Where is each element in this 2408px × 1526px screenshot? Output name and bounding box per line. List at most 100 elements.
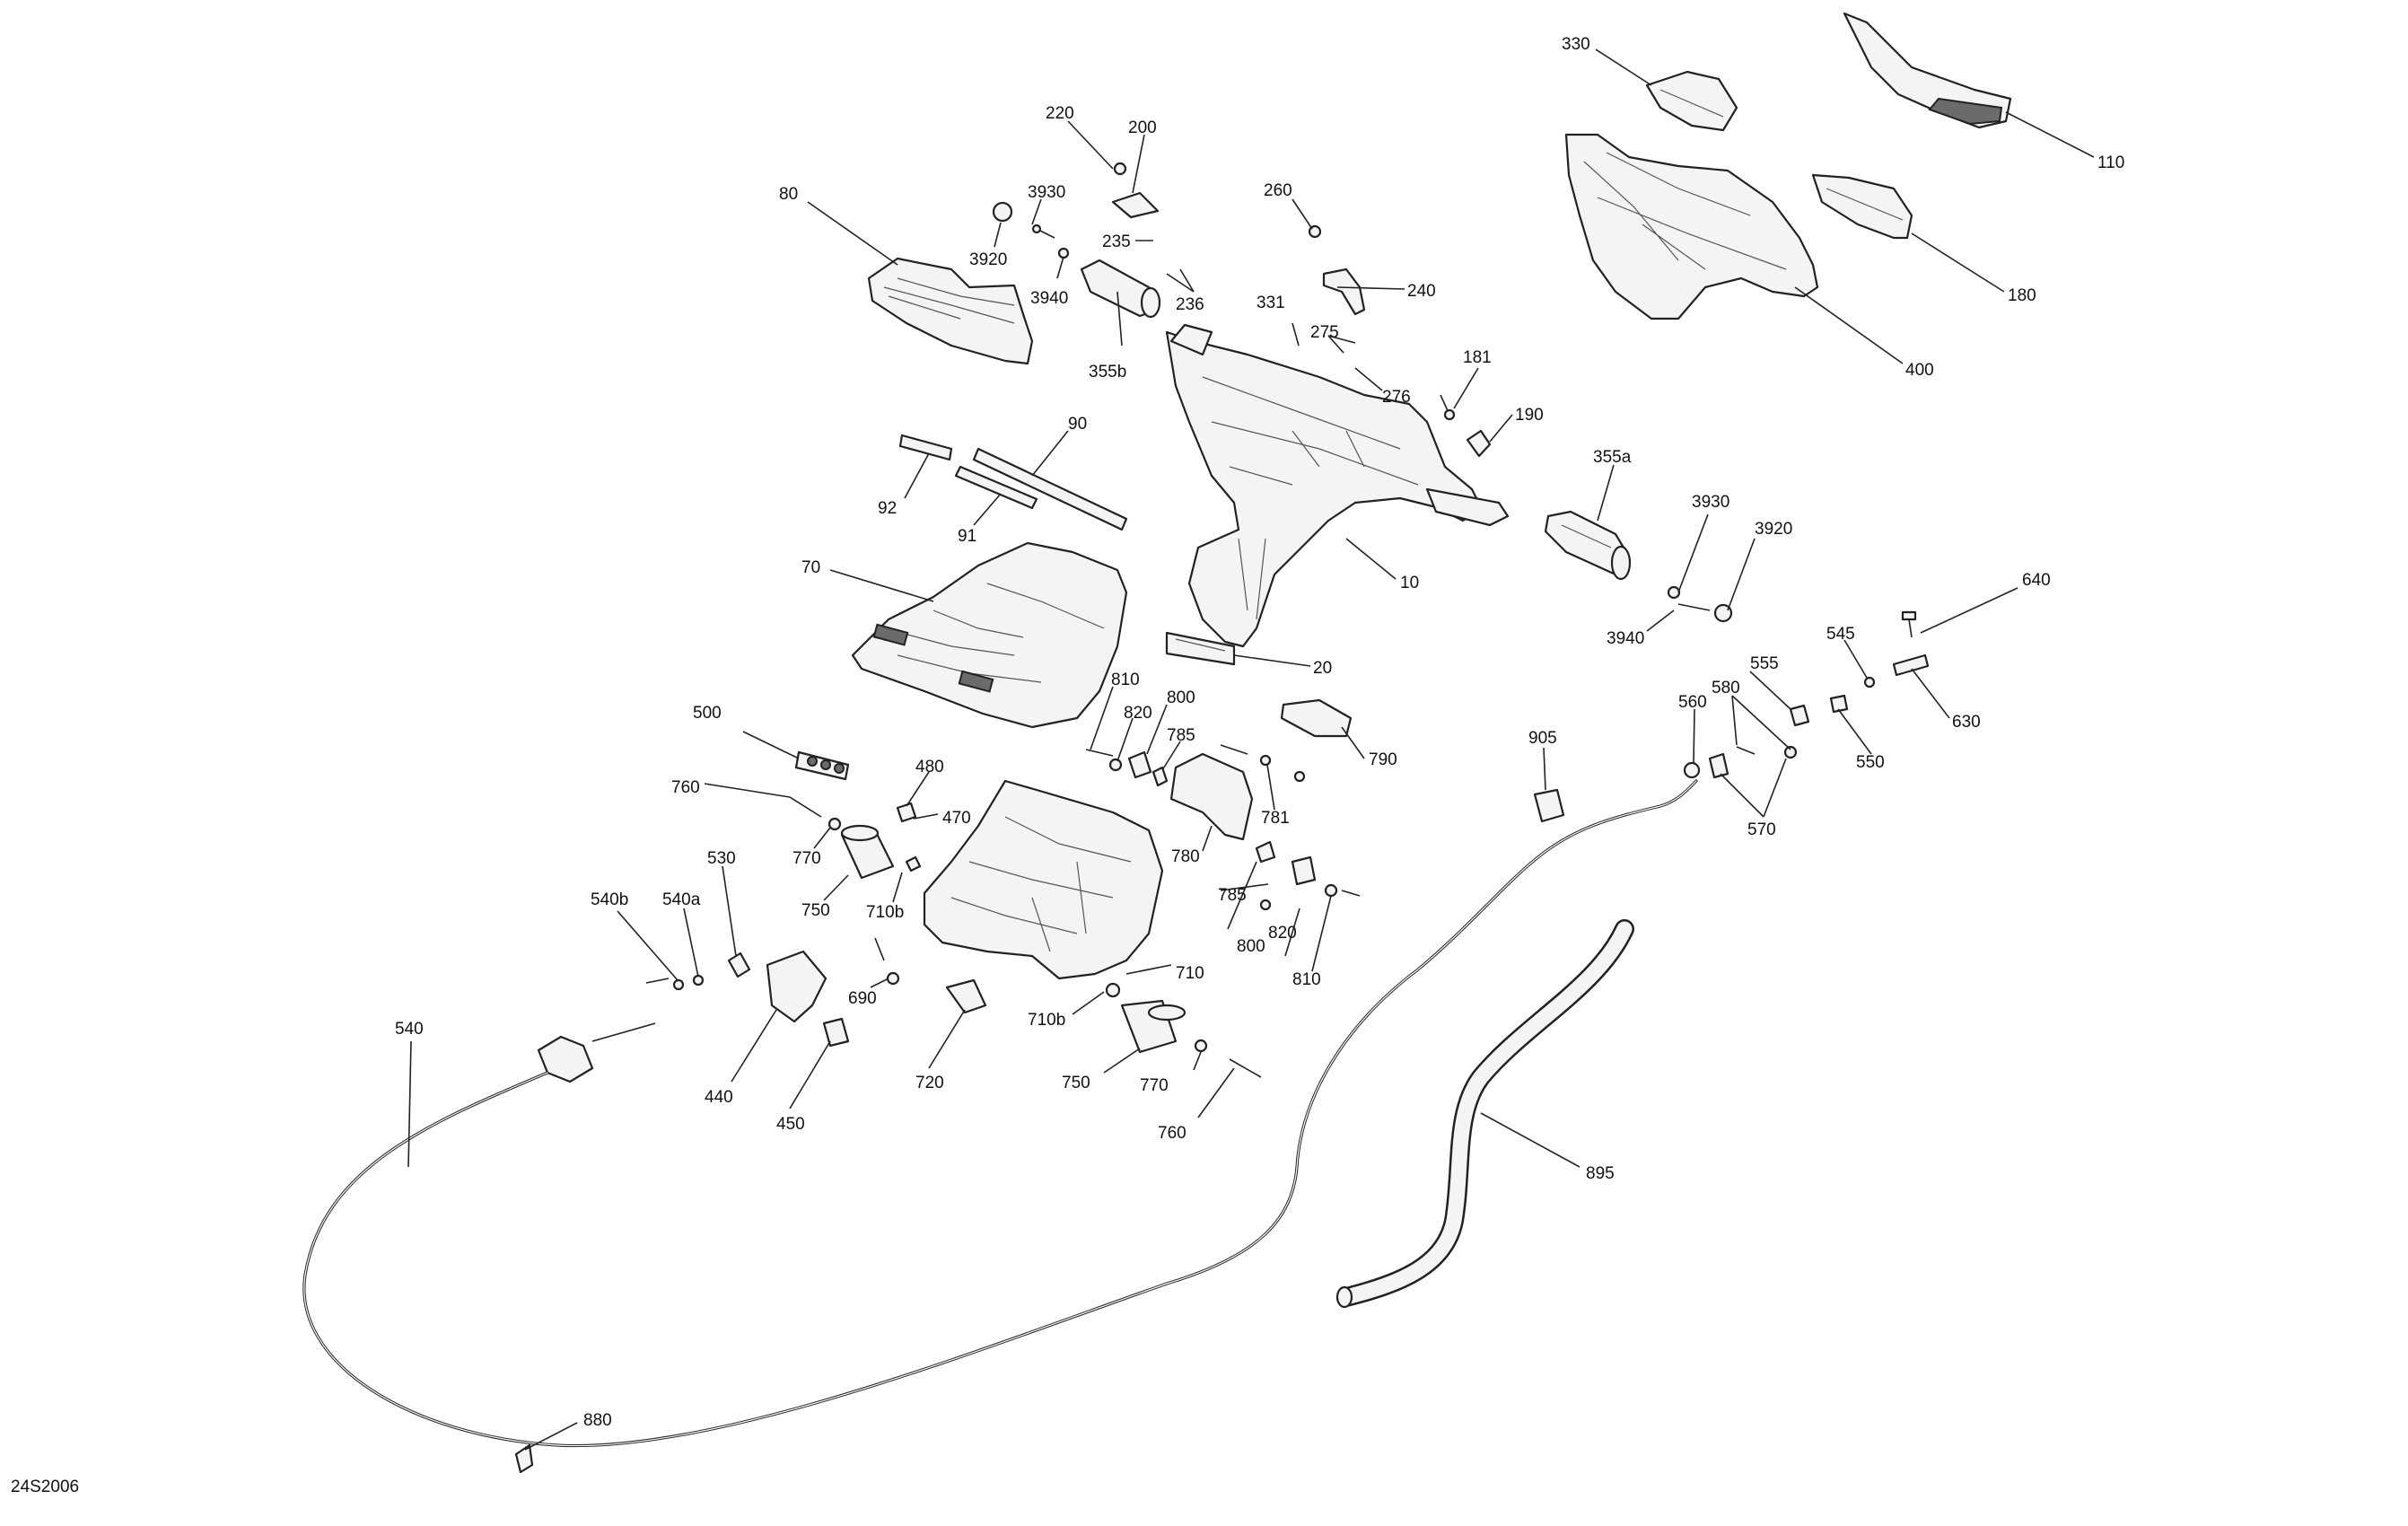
callout-3940: 3940 — [1030, 289, 1068, 308]
callout-630: 630 — [1952, 713, 1981, 732]
callout-260: 260 — [1264, 181, 1292, 200]
callout-750-right: 750 — [1062, 1074, 1090, 1092]
callout-400: 400 — [1905, 361, 1934, 380]
callout-200: 200 — [1128, 118, 1157, 137]
callout-560: 560 — [1678, 693, 1707, 712]
callout-70: 70 — [801, 558, 820, 577]
callout-190: 190 — [1515, 406, 1544, 425]
callout-540: 540 — [395, 1020, 424, 1039]
diagram-reference-code: 24S2006 — [11, 1478, 79, 1496]
part-330-cover — [1645, 70, 1738, 132]
callout-785-bottom: 785 — [1218, 886, 1247, 905]
callout-530: 530 — [707, 849, 736, 868]
callout-235: 235 — [1102, 232, 1131, 251]
part-220-screw — [1113, 162, 1127, 176]
part-80-left-cover — [867, 257, 1034, 365]
callout-820-bottom: 820 — [1268, 924, 1297, 943]
part-545 — [1863, 676, 1876, 688]
callout-810-top: 810 — [1111, 671, 1140, 689]
callout-570: 570 — [1747, 820, 1776, 839]
callout-820-top: 820 — [1124, 704, 1152, 723]
callout-181: 181 — [1463, 348, 1492, 367]
callout-3930-right: 3930 — [1692, 493, 1729, 512]
part-790-switch — [1280, 698, 1353, 738]
callout-440: 440 — [705, 1088, 733, 1107]
part-180-cover — [1811, 173, 1913, 240]
part-240-lever — [1322, 267, 1366, 316]
callout-330: 330 — [1562, 35, 1590, 54]
callout-10: 10 — [1400, 574, 1419, 592]
part-440-bracket — [766, 950, 827, 1023]
callout-labels: 220 200 80 3930 3920 235 236 3940 355b 2… — [395, 35, 2124, 1430]
part-710-housing — [923, 779, 1164, 980]
callout-895: 895 — [1586, 1164, 1615, 1183]
callout-275: 275 — [1310, 323, 1339, 342]
callout-3920: 3920 — [969, 250, 1007, 269]
callout-905: 905 — [1528, 729, 1557, 748]
callout-580: 580 — [1712, 679, 1740, 697]
part-110-cover — [1843, 12, 2012, 129]
callout-90: 90 — [1068, 415, 1087, 434]
callout-781: 781 — [1261, 809, 1290, 828]
callout-750-left: 750 — [801, 901, 830, 920]
callout-760-right: 760 — [1158, 1124, 1186, 1143]
part-555 — [1789, 704, 1810, 727]
part-500-switch-panel — [794, 750, 850, 781]
part-92-strip — [898, 434, 953, 461]
callout-550: 550 — [1856, 753, 1885, 772]
part-530 — [727, 952, 751, 978]
part-750-cylinder-left — [840, 824, 895, 880]
part-200-lever — [1111, 191, 1160, 219]
callout-800-top: 800 — [1167, 688, 1195, 707]
part-91-strip — [954, 465, 1038, 510]
hardware-bolts — [645, 201, 1733, 1078]
part-400-console — [1564, 133, 1819, 320]
callout-355a: 355a — [1593, 448, 1632, 467]
callout-770-left: 770 — [792, 849, 821, 868]
callout-80: 80 — [779, 185, 798, 204]
part-780-bracket — [1169, 752, 1254, 841]
callout-180: 180 — [2008, 286, 2036, 305]
callout-720: 720 — [915, 1074, 944, 1092]
callout-355b: 355b — [1089, 363, 1126, 382]
part-450 — [822, 1017, 850, 1048]
part-540-cable — [302, 779, 1698, 1474]
callout-790: 790 — [1369, 750, 1397, 769]
part-560 — [1683, 761, 1701, 779]
callout-785-top: 785 — [1167, 726, 1195, 745]
callout-276: 276 — [1382, 388, 1411, 407]
callout-3930: 3930 — [1028, 183, 1065, 202]
callout-710b-top: 710b — [866, 903, 904, 922]
part-550 — [1829, 694, 1849, 714]
callout-880: 880 — [583, 1411, 612, 1430]
callout-480: 480 — [915, 758, 944, 776]
part-10-main-frame — [1165, 323, 1510, 648]
callout-710b-bottom: 710b — [1028, 1011, 1065, 1030]
callout-780: 780 — [1171, 847, 1200, 866]
part-331-pin — [1292, 322, 1300, 346]
callout-20: 20 — [1313, 659, 1332, 678]
callout-710: 710 — [1176, 964, 1204, 983]
part-355a-grip — [1544, 510, 1632, 581]
callout-690: 690 — [848, 989, 877, 1008]
callout-640: 640 — [2022, 571, 2051, 590]
part-630 — [1892, 653, 1930, 677]
callout-3940-right: 3940 — [1607, 629, 1644, 648]
callout-331: 331 — [1257, 294, 1285, 312]
callout-leader-lines — [407, 48, 2095, 1451]
callout-92: 92 — [878, 499, 897, 518]
callout-770-right: 770 — [1140, 1076, 1169, 1095]
callout-450: 450 — [776, 1115, 805, 1134]
part-90-strip — [972, 447, 1128, 531]
callout-91: 91 — [958, 527, 976, 546]
part-895-tube — [1335, 919, 1634, 1309]
part-355b-grip — [1080, 259, 1161, 319]
callout-110: 110 — [2097, 153, 2124, 172]
callout-545: 545 — [1826, 625, 1855, 644]
part-580 — [1736, 745, 1798, 759]
callout-3920-right: 3920 — [1755, 520, 1792, 539]
part-750-cylinder-right — [1120, 999, 1186, 1054]
part-640 — [1901, 610, 1917, 638]
part-181-screw — [1440, 394, 1456, 421]
